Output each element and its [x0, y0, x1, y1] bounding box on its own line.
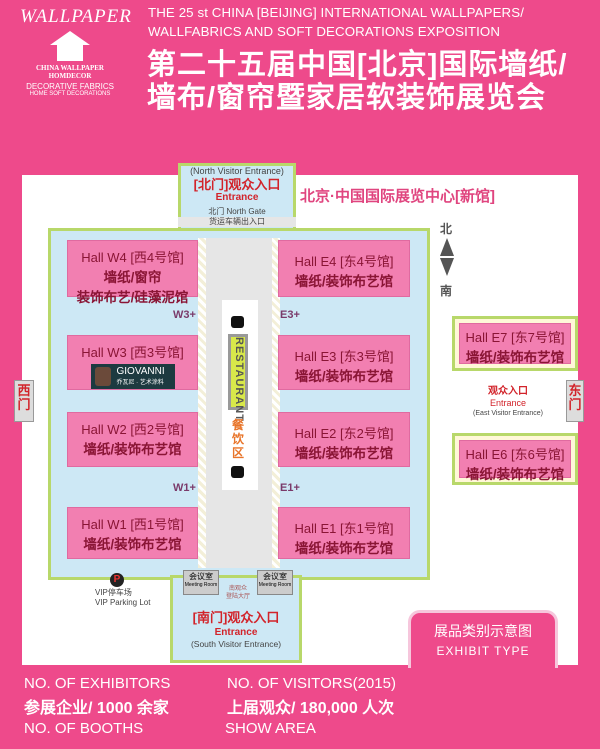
hall-e3[interactable]: Hall E3 [东3号馆] 墙纸/装饰布艺馆	[278, 335, 410, 390]
east-door: 东门	[566, 380, 584, 422]
south-entrance-text: [南门]观众入口 Entrance (South Visitor Entranc…	[170, 610, 302, 650]
meeting-room-west: 会议室 Meeting Room	[183, 570, 219, 595]
hall-w1[interactable]: Hall W1 [西1号馆] 墙纸/装饰布艺馆	[67, 507, 198, 559]
restaurant-icon	[231, 316, 244, 328]
hall-e6[interactable]: Hall E6 [东6号馆] 墙纸/装饰布艺馆	[459, 440, 571, 482]
compass-arrow-icon	[440, 238, 454, 256]
title-en-2: WALLFABRICS AND SOFT DECORATIONS EXPOSIT…	[148, 24, 501, 39]
meeting-room-east: 会议室 Meeting Room	[257, 570, 293, 595]
exhibit-type-legend: 展品类别示意图 EXHIBIT TYPE	[408, 610, 558, 668]
hall-w4[interactable]: Hall W4 [西4号馆] 墙纸/窗帘 装饰布艺/硅藻泥馆	[67, 240, 198, 305]
east-entrance-text: 观众入口 Entrance (East Visitor Entrance)	[452, 386, 564, 418]
restaurant: RESTAURANT	[228, 334, 248, 422]
title-cn-2: 墙布/窗帘暨家居软装饰展览会	[147, 82, 547, 114]
west-door: 西门	[14, 380, 34, 422]
hall-w2[interactable]: Hall W2 [西2号馆] 墙纸/装饰布艺馆	[67, 412, 198, 467]
title-cn-1: 第二十五届中国[北京]国际墙纸/	[147, 49, 568, 81]
lion-icon	[94, 367, 111, 386]
hall-e6-frame: Hall E6 [东6号馆] 墙纸/装饰布艺馆	[452, 433, 578, 485]
north-entrance-text: (North Visitor Entrance) [北门]观众入口 Entran…	[178, 166, 296, 227]
south-entrance-label: [南门]观众入口	[192, 610, 280, 625]
east-entrance-label: 观众入口	[488, 386, 528, 397]
hall-e7[interactable]: Hall E7 [东7号馆] 墙纸/装饰布艺馆	[459, 323, 571, 365]
venue-name: 北京·中国国际展览中心[新馆]	[300, 188, 495, 205]
north-entrance-label: [北门]观众入口	[193, 177, 281, 192]
hall-w3[interactable]: Hall W3 [西3号馆] GIOVANNI 乔瓦尼 · 艺术涂料	[67, 335, 198, 390]
hall-e1[interactable]: Hall E1 [东1号馆] 墙纸/装饰布艺馆	[278, 507, 410, 559]
parking-icon: P	[110, 573, 124, 587]
house-logo-icon	[50, 31, 90, 61]
hall-e4[interactable]: Hall E4 [东4号馆] 墙纸/装饰布艺馆	[278, 240, 410, 297]
logo: WALLPAPER CHINA WALLPAPER HOMDECOR DECOR…	[20, 6, 132, 97]
title-en-1: THE 25 st CHINA [BEIJING] INTERNATIONAL …	[148, 5, 525, 20]
hall-e7-frame: Hall E7 [东7号馆] 墙纸/装饰布艺馆	[452, 316, 578, 371]
sponsor-logo: GIOVANNI 乔瓦尼 · 艺术涂料	[90, 364, 175, 389]
restaurant-icon	[231, 466, 244, 478]
hall-e2[interactable]: Hall E2 [东2号馆] 墙纸/装饰布艺馆	[278, 412, 410, 467]
parking-label: VIP停车场 VIP Parking Lot	[95, 588, 151, 607]
